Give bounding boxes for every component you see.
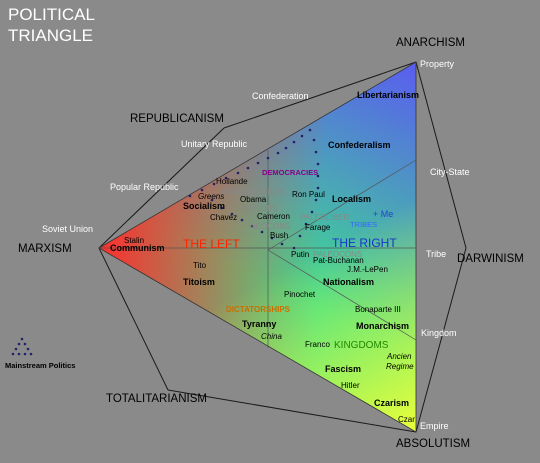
figure-cameron: Cameron	[257, 212, 290, 221]
edge-confederation: Confederation	[252, 91, 309, 101]
group-neolibs: NEOLIBS	[243, 204, 278, 213]
ideology-me: + Me	[373, 209, 393, 219]
edge-unitary-republic: Unitary Republic	[181, 139, 248, 149]
figure-farage: Farage	[305, 223, 331, 232]
ideology-fascism: Fascism	[325, 364, 361, 374]
frame-lines	[98, 61, 467, 433]
figure-tito: Tito	[193, 261, 207, 270]
edge-soviet-union: Soviet Union	[42, 224, 93, 234]
figure-stalin: Stalin	[124, 236, 144, 245]
ideology-communism: Communism	[110, 243, 165, 253]
ideology-tyranny: Tyranny	[242, 319, 276, 329]
region-the-right: THE RIGHT	[332, 236, 397, 250]
interior-lines	[99, 150, 417, 348]
group-paleocons: PALEOCONS	[313, 250, 362, 259]
figure-chavez: Chavez	[210, 213, 237, 222]
title-line-1: POLITICAL	[8, 5, 95, 24]
figure-regime: Regime	[386, 362, 414, 371]
group-neocons: NEOCONS	[250, 222, 290, 231]
ideology-confederalism: Confederalism	[328, 140, 391, 150]
pole-marxism: MARXISM	[18, 243, 72, 255]
figure-czar: Czar	[398, 415, 415, 424]
figure-bonaparte-iii: Bonaparte III	[355, 305, 401, 314]
title-line-2: TRIANGLE	[8, 26, 93, 45]
figure-lepen: J.M.-LePen	[347, 265, 388, 274]
edge-tribe: Tribe	[426, 249, 446, 259]
edge-popular-republic: Popular Republic	[110, 182, 179, 192]
figure-hitler: Hitler	[341, 381, 360, 390]
figure-bush: Bush	[270, 231, 288, 240]
ideology-monarchism: Monarchism	[356, 321, 409, 331]
group-paleoliber: PALEOLIBER	[300, 213, 349, 222]
figure-franco: Franco	[305, 340, 330, 349]
region-kingdoms: KINGDOMS	[334, 340, 389, 351]
figure-ancien: Ancien	[386, 352, 412, 361]
region-tribes: TRIBES	[350, 220, 377, 229]
legend-mainstream-politics: Mainstream Politics	[5, 337, 75, 370]
ideology-libertarianism: Libertarianism	[357, 90, 419, 100]
figure-china: China	[261, 332, 282, 341]
edge-empire: Empire	[420, 421, 449, 431]
edge-kingdom: Kingdom	[421, 328, 457, 338]
region-dictatorships: DICTATORSHIPS	[226, 305, 291, 314]
legend-dots-icon	[11, 337, 33, 356]
figure-ron-paul: Ron Paul	[292, 190, 325, 199]
figure-hollande: Hollande	[216, 177, 248, 186]
legend-label: Mainstream Politics	[5, 361, 75, 370]
pole-republicanism: REPUBLICANISM	[130, 113, 224, 125]
figure-pinochet: Pinochet	[284, 290, 316, 299]
region-democracies: DEMOCRACIES	[262, 168, 318, 177]
edge-city-state: City-State	[430, 167, 470, 177]
pole-anarchism: ANARCHISM	[396, 37, 465, 49]
ideology-localism: Localism	[332, 194, 371, 204]
pole-darwinism: DARWINISM	[457, 253, 524, 265]
pole-totalitarianism: TOTALITARIANISM	[106, 393, 207, 405]
ideology-triangle	[98, 61, 417, 433]
figure-putin: Putin	[291, 250, 309, 259]
mainstream-dots	[188, 128, 320, 250]
ideology-socialism: Socialism	[183, 201, 225, 211]
edge-property: Property	[420, 59, 455, 69]
figure-greens: Greens	[198, 192, 224, 201]
region-the-left: THE LEFT	[183, 237, 240, 251]
group-progressives: PROGRESSIVES	[222, 188, 286, 197]
figure-obama: Obama	[240, 195, 267, 204]
ideology-nationalism: Nationalism	[323, 277, 374, 287]
pole-absolutism: ABSOLUTISM	[396, 438, 470, 450]
figure-pat-buchanan: Pat-Buchanan	[313, 256, 364, 265]
ideology-titoism: Titoism	[183, 277, 215, 287]
ideology-czarism: Czarism	[374, 398, 409, 408]
